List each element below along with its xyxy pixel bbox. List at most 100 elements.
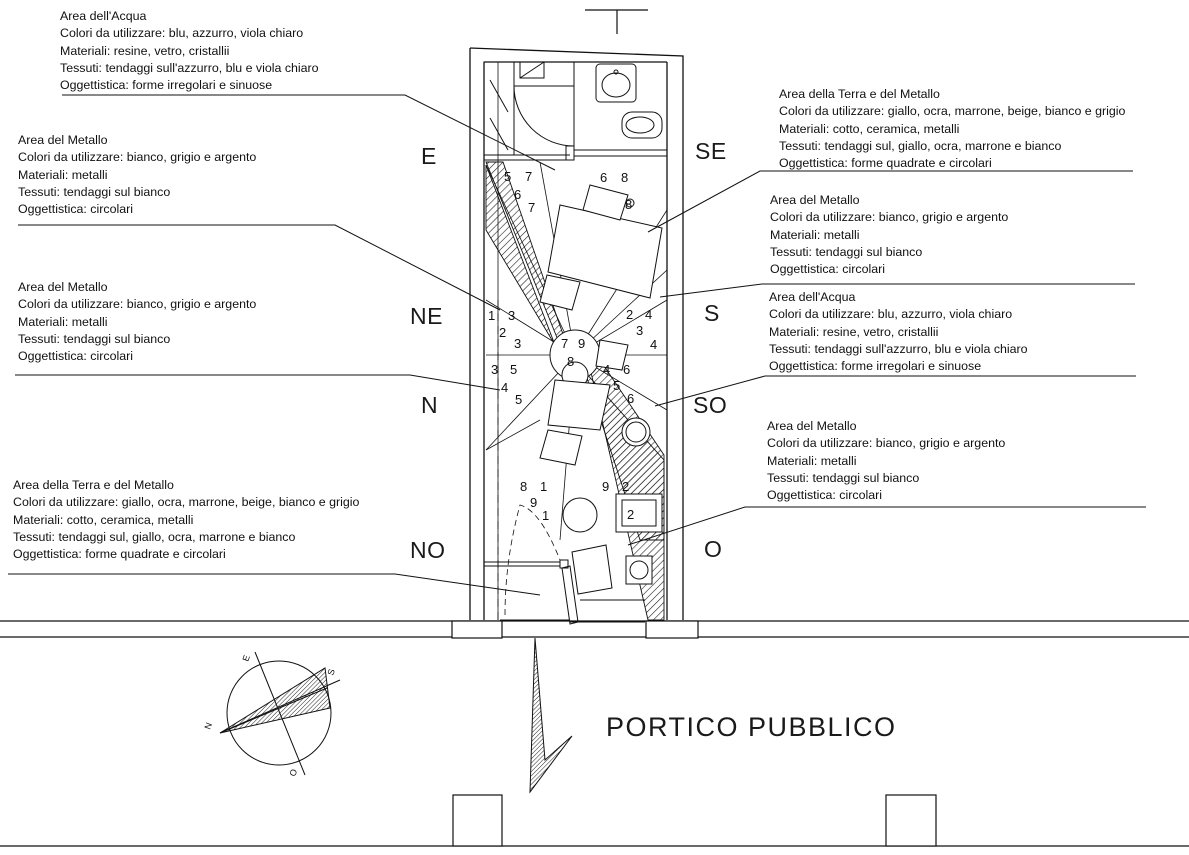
sector-number: 4 <box>650 337 657 352</box>
annotation-title: Area del Metallo <box>18 280 108 294</box>
top-marker <box>585 9 648 34</box>
sector-number: 1 <box>542 508 549 523</box>
sector-number: 4 <box>603 362 610 377</box>
annotation-materiali: Materiali: cotto, ceramica, metalli <box>779 121 960 136</box>
annotation-materiali: Materiali: metalli <box>18 167 108 182</box>
annotation-oggettistica: Oggettistica: circolari <box>18 202 133 217</box>
annotation-terra-metallo-left: Area della Terra e del Metallo Colori da… <box>13 477 359 563</box>
annotation-oggettistica: Oggettistica: circolari <box>18 349 133 364</box>
direction-o: O <box>704 536 723 562</box>
leader-lines <box>8 94 1146 596</box>
compass-letters: E S N O <box>202 654 336 778</box>
annotation-materiali: Materiali: resine, vetro, cristallii <box>60 43 230 58</box>
annotation-title: Area del Metallo <box>18 133 108 147</box>
annotation-oggettistica: Oggettistica: forme irregolari e sinuose <box>60 78 273 93</box>
annotation-colori: Colori da utilizzare: blu, azzurro, viol… <box>60 26 304 41</box>
sector-number: 3 <box>636 323 643 338</box>
annotation-metallo-right-2: Area del Metallo Colori da utilizzare: b… <box>767 418 1005 504</box>
annotation-materiali: Materiali: metalli <box>770 227 860 242</box>
portico-label: PORTICO PUBBLICO <box>606 712 897 742</box>
sector-number: 8 <box>621 170 628 185</box>
compass-letter-e: E <box>240 654 251 663</box>
sector-number: 6 <box>627 391 634 406</box>
sector-number: 7 <box>528 200 535 215</box>
sector-number: 6 <box>514 187 521 202</box>
sector-number: 1 <box>488 308 495 323</box>
sector-number: 7 <box>525 169 532 184</box>
sector-number: 5 <box>510 362 517 377</box>
sector-number: 8 <box>625 197 632 212</box>
sector-number: 4 <box>645 307 652 322</box>
annotation-tessuti: Tessuti: tendaggi sul bianco <box>18 331 171 346</box>
north-arrow-icon <box>529 637 573 794</box>
sector-number: 2 <box>627 507 634 522</box>
sector-number: 1 <box>540 479 547 494</box>
sector-number: 3 <box>514 336 521 351</box>
annotation-colori: Colori da utilizzare: bianco, grigio e a… <box>18 150 257 165</box>
direction-so: SO <box>693 392 728 418</box>
annotation-title: Area della Terra e del Metallo <box>13 478 174 492</box>
sector-number: 9 <box>578 336 585 351</box>
annotation-materiali: Materiali: metalli <box>767 453 857 468</box>
sector-number: 3 <box>491 362 498 377</box>
sector-number: 9 <box>602 479 609 494</box>
annotation-colori: Colori da utilizzare: bianco, grigio e a… <box>767 436 1006 451</box>
annotation-acqua-right: Area dell'Acqua Colori da utilizzare: bl… <box>769 289 1028 375</box>
sector-number: 4 <box>501 380 508 395</box>
sector-number: 8 <box>520 479 527 494</box>
compass-icon <box>219 651 341 776</box>
annotation-title: Area dell'Acqua <box>60 9 147 23</box>
annotation-colori: Colori da utilizzare: bianco, grigio e a… <box>770 210 1009 225</box>
direction-n: N <box>421 392 439 418</box>
direction-s: S <box>704 300 720 326</box>
sector-number: 2 <box>499 325 506 340</box>
annotation-title: Area del Metallo <box>770 193 860 207</box>
direction-no: NO <box>410 537 446 563</box>
compass-letter-n: N <box>202 721 214 731</box>
annotation-materiali: Materiali: metalli <box>18 314 108 329</box>
annotation-title: Area dell'Acqua <box>769 290 856 304</box>
annotation-tessuti: Tessuti: tendaggi sull'azzurro, blu e vi… <box>769 341 1028 356</box>
annotation-title: Area del Metallo <box>767 419 857 433</box>
sector-number: 6 <box>623 362 630 377</box>
direction-se: SE <box>695 138 727 164</box>
street <box>0 620 1189 847</box>
compass-letter-s: S <box>325 668 336 677</box>
sector-number: 2 <box>626 307 633 322</box>
annotation-title: Area della Terra e del Metallo <box>779 87 940 101</box>
sector-number: 5 <box>613 378 620 393</box>
compass-letter-o: O <box>287 768 299 778</box>
furniture <box>539 184 663 601</box>
annotation-metallo-left-1: Area del Metallo Colori da utilizzare: b… <box>18 132 256 218</box>
annotation-terra-metallo-right: Area della Terra e del Metallo Colori da… <box>779 86 1125 172</box>
sector-number: 7 <box>561 336 568 351</box>
annotation-tessuti: Tessuti: tendaggi sul bianco <box>767 470 920 485</box>
annotation-metallo-right-1: Area del Metallo Colori da utilizzare: b… <box>770 192 1008 278</box>
sector-number: 6 <box>600 170 607 185</box>
direction-e: E <box>421 143 437 169</box>
sector-number: 3 <box>508 308 515 323</box>
annotation-tessuti: Tessuti: tendaggi sul, giallo, ocra, mar… <box>779 138 1062 153</box>
annotation-oggettistica: Oggettistica: circolari <box>770 262 885 277</box>
annotation-oggettistica: Oggettistica: forme irregolari e sinuose <box>769 359 982 374</box>
annotation-oggettistica: Oggettistica: forme quadrate e circolari <box>779 156 992 171</box>
sector-number: 9 <box>530 495 537 510</box>
annotation-colori: Colori da utilizzare: bianco, grigio e a… <box>18 297 257 312</box>
annotation-tessuti: Tessuti: tendaggi sull'azzurro, blu e vi… <box>60 60 319 75</box>
sector-number: 5 <box>504 169 511 184</box>
sector-number: 5 <box>515 392 522 407</box>
annotation-tessuti: Tessuti: tendaggi sul, giallo, ocra, mar… <box>13 529 296 544</box>
direction-ne: NE <box>410 303 443 329</box>
annotation-colori: Colori da utilizzare: giallo, ocra, marr… <box>779 104 1126 119</box>
entrance <box>484 559 645 625</box>
sector-number: 2 <box>622 479 629 494</box>
sector-number: 8 <box>567 354 574 369</box>
annotation-colori: Colori da utilizzare: giallo, ocra, marr… <box>13 495 360 510</box>
bathroom-area <box>483 61 667 161</box>
annotation-materiali: Materiali: resine, vetro, cristallii <box>769 324 939 339</box>
annotation-colori: Colori da utilizzare: blu, azzurro, viol… <box>769 307 1013 322</box>
sector-numbers: 5 7 6 7 6 8 8 1 3 2 3 2 4 3 4 7 9 8 4 6 … <box>488 169 657 523</box>
annotation-tessuti: Tessuti: tendaggi sul bianco <box>770 244 923 259</box>
annotation-oggettistica: Oggettistica: circolari <box>767 488 882 503</box>
